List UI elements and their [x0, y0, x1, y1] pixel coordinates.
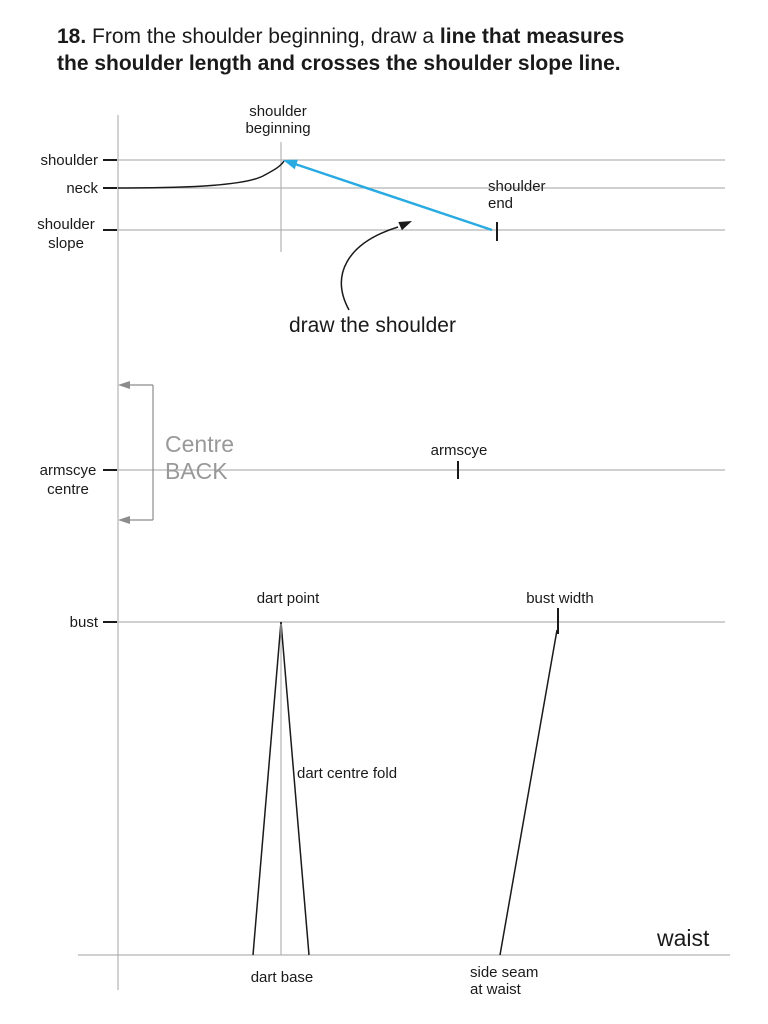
dart-leg-left [252, 621, 282, 956]
dart-centre-fold-label: dart centre fold [297, 765, 397, 782]
draw-the-shoulder-annotation: draw the shoulder [289, 314, 456, 337]
step-title-regular: From the shoulder beginning, draw a [86, 25, 440, 48]
step-number: 18. [57, 25, 87, 48]
bust-width-label: bust width [526, 590, 594, 607]
waist-label: waist [656, 925, 710, 951]
centre-back-label-line1: Centre [165, 431, 234, 457]
armscye-centre-label-line2: centre [47, 481, 89, 498]
bracket-arrowhead-top [118, 381, 130, 389]
bracket-arrowhead-bottom [118, 516, 130, 524]
bust-label: bust [70, 614, 99, 631]
step-title: 18. From the shoulder beginning, draw a … [57, 24, 757, 78]
shoulder-label: shoulder [40, 152, 98, 169]
dart-base-label: dart base [251, 969, 314, 986]
step-title-bold-2: the shoulder length and crosses the shou… [57, 51, 621, 75]
annotation-arrowhead [398, 221, 412, 231]
centre-back-bracket [127, 384, 154, 521]
armscye-centre-label-line1: armscye [40, 462, 97, 479]
side-seam-line [499, 629, 558, 956]
shoulder-end-label-line1: shoulder [488, 178, 546, 195]
side-seam-at-waist-label-line2: at waist [470, 981, 522, 998]
side-seam-at-waist-label-line1: side seam [470, 964, 538, 981]
shoulder-measure-line [294, 162, 493, 232]
shoulder-slope-label-line2: slope [48, 235, 84, 252]
neck-curve [117, 160, 285, 189]
shoulder-beginning-label-line1: shoulder [249, 103, 307, 120]
shoulder-beginning-label-line2: beginning [245, 120, 310, 137]
dart-point-label: dart point [257, 590, 320, 607]
step-title-bold-1: line that measures [439, 25, 625, 48]
shoulder-end-label-line2: end [488, 195, 513, 212]
centre-back-label-line2: BACK [165, 458, 228, 484]
shoulder-slope-label-line1: shoulder [37, 216, 95, 233]
armscye-label: armscye [431, 442, 488, 459]
annotation-arrow-curve [340, 226, 399, 311]
shoulder-measure-arrowhead [283, 159, 298, 170]
dart-leg-right [280, 621, 310, 956]
neck-label: neck [66, 180, 98, 197]
